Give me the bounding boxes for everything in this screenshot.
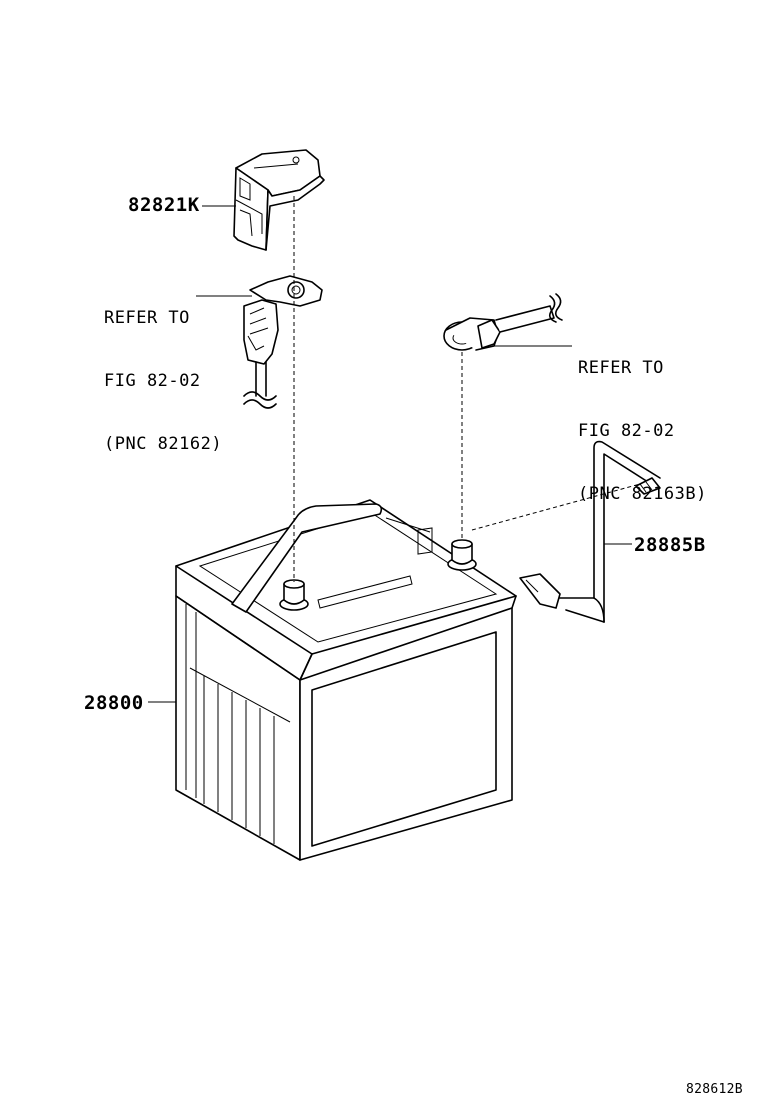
leader-lines: [148, 205, 632, 703]
callout-28885B[interactable]: 28885B: [634, 534, 706, 556]
callout-82821K[interactable]: 82821K: [128, 194, 200, 216]
reference-line: (PNC 82162): [104, 434, 223, 454]
reference-line: REFER TO: [578, 358, 664, 378]
reference-negative-cable[interactable]: REFER TO FIG 82-02 (PNC 82163B): [578, 316, 707, 526]
callout-28800[interactable]: 28800: [84, 692, 144, 714]
vent-hose-drawing[interactable]: [519, 440, 661, 623]
reference-line: (PNC 82163B): [578, 484, 707, 504]
positive-cable-terminal-drawing[interactable]: [243, 275, 323, 409]
reference-line: REFER TO: [104, 308, 190, 328]
reference-positive-cable[interactable]: REFER TO FIG 82-02 (PNC 82162): [104, 266, 222, 476]
illustration-code: 828612B: [686, 1082, 743, 1097]
reference-line: FIG 82-02: [578, 421, 675, 441]
terminal-cover-drawing[interactable]: [233, 149, 325, 251]
battery-drawing[interactable]: [175, 499, 517, 861]
negative-cable-terminal-drawing[interactable]: [443, 293, 563, 351]
alignment-lines: [293, 196, 641, 582]
reference-line: FIG 82-02: [104, 371, 201, 391]
